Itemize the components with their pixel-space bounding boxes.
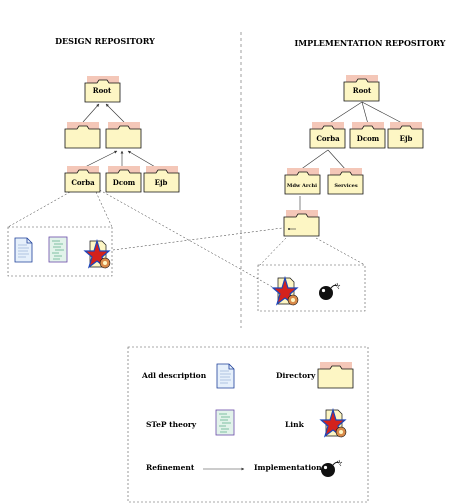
design-folder-right: [105, 121, 142, 149]
dashed-connectors: [7, 187, 366, 290]
legend-implementation-label: Implementation: [254, 463, 322, 472]
impl-services-folder: Services: [327, 167, 364, 195]
folder-icon: [327, 167, 364, 195]
step-theory-icon: [215, 409, 235, 436]
design-root-folder: Root: [84, 75, 121, 103]
folder-icon: [284, 167, 321, 195]
folder-icon: [64, 121, 101, 149]
impl-mdw-arch-folder: Mdw Archi: [284, 167, 321, 195]
impl-mdw-arch-label: Mdw Archi: [287, 183, 317, 189]
design-root-label: Root: [93, 86, 112, 95]
legend-box: [127, 346, 369, 503]
impl-ejb-folder: Ejb: [387, 121, 424, 149]
design-ejb-folder: Ejb: [143, 165, 180, 193]
design-corba-label: Corba: [71, 178, 95, 187]
impl-ejb-label: Ejb: [400, 134, 413, 143]
impl-leaf-folder: [283, 209, 320, 237]
legend-step-label: STeP theory: [146, 420, 197, 429]
impl-root-label: Root: [353, 86, 372, 95]
implementation-detail-box: [257, 264, 366, 312]
link-icon: [84, 240, 111, 269]
impl-corba-folder: Corba: [309, 121, 346, 149]
legend-link-label: Link: [285, 420, 305, 429]
link-icon: [272, 277, 299, 306]
design-tree-edges: [82, 103, 158, 169]
impl-corba-label: Corba: [316, 134, 340, 143]
impl-services-label: Services: [334, 183, 357, 189]
folder-icon: [105, 121, 142, 149]
implementation-tree-edges: [299, 101, 405, 213]
impl-root-folder: Root: [343, 74, 380, 102]
impl-dcom-folder: Dcom: [349, 121, 386, 149]
bomb-icon: [318, 282, 341, 301]
design-folder-left: [64, 121, 101, 149]
folder-icon: [283, 209, 320, 237]
link-icon: [320, 409, 347, 438]
impl-dcom-label: Dcom: [357, 134, 380, 143]
design-corba-folder: Corba: [64, 165, 101, 193]
bomb-icon: [320, 459, 343, 478]
legend-directory-label: Directory: [276, 371, 316, 380]
legend-refinement-label: Refinement: [146, 463, 195, 472]
step-theory-icon: [48, 236, 68, 263]
folder-icon: [317, 361, 354, 389]
design-detail-box: [7, 226, 113, 277]
design-ejb-label: Ejb: [155, 178, 168, 187]
document-icon: [14, 237, 33, 263]
legend-adl-label: Adl description: [141, 371, 207, 380]
design-dcom-folder: Dcom: [105, 165, 142, 193]
document-icon: [216, 363, 235, 389]
implementation-repository-heading: IMPLEMENTATION REPOSITORY: [295, 38, 446, 48]
design-repository-heading: DESIGN REPOSITORY: [55, 36, 155, 46]
design-dcom-label: Dcom: [113, 178, 136, 187]
